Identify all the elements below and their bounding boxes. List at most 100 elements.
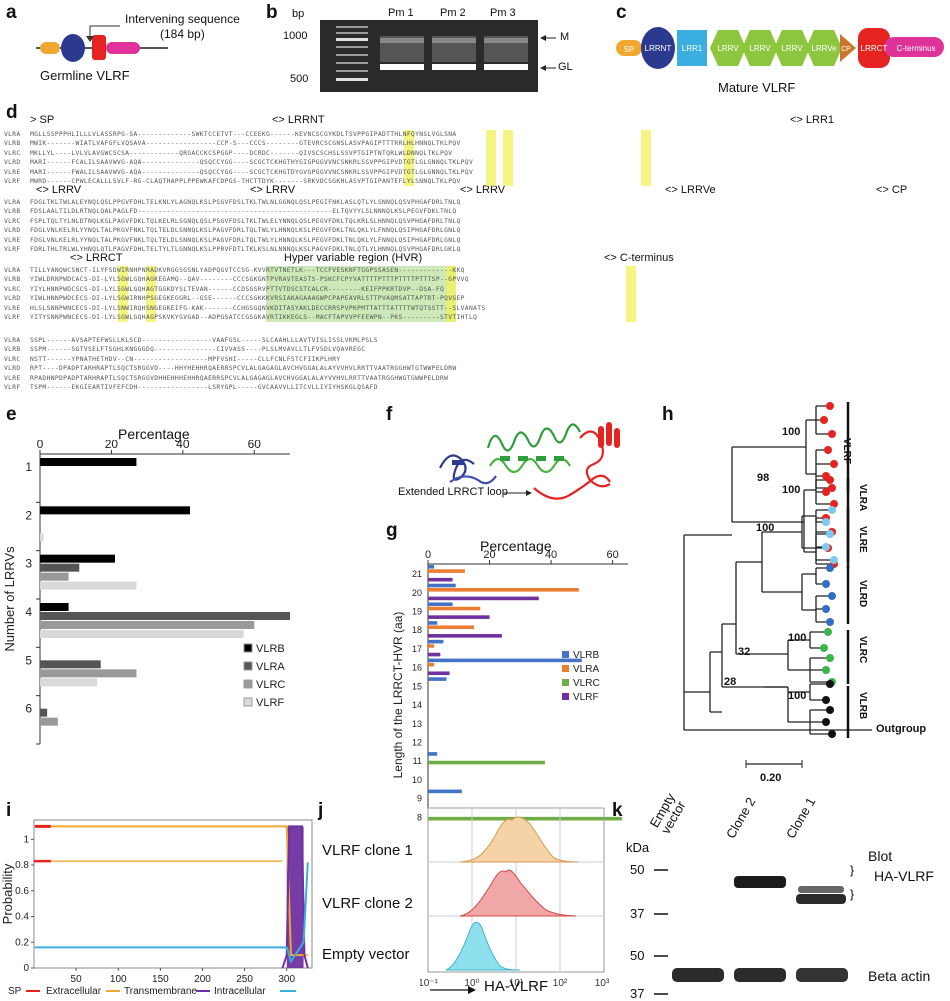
flow-xtick: 10⁰: [464, 978, 479, 989]
bootstrap-28: 28: [724, 676, 737, 688]
seq-header-hvr: Hyper variable region (HVR): [284, 252, 423, 264]
x-tick-label: 250: [236, 974, 253, 985]
bar-vlra: [40, 563, 80, 572]
seq-block-4: VLRA VLRB VLRC VLRD VLRE VLRF SSPL------…: [4, 336, 948, 394]
mature-vlrf-diagram: SP LRRNT LRR1 LRRV LRRV LRRV LRRVe CP LR…: [616, 27, 944, 69]
panel-label-j: j: [318, 800, 324, 821]
domain-lrrve: [806, 30, 842, 66]
western-kda-label: kDa: [626, 840, 650, 855]
panel-label-b: b: [266, 2, 278, 23]
panel-label-a: a: [6, 2, 17, 23]
clade-label-vlre: VLRE: [857, 526, 868, 553]
bar-vlrb: [428, 583, 456, 588]
western-lane-empty: Empty vector: [646, 790, 689, 837]
legend-swatch-vlrc: [243, 679, 253, 689]
germline-caption: Germline VLRF: [40, 68, 130, 83]
legend-label-vlrb: VLRB: [573, 650, 599, 661]
legend-label-vlrf: VLRF: [573, 692, 599, 703]
band-clone1-actin: [796, 968, 848, 982]
seq-block-3: VLRA VLRB VLRC VLRD VLRE VLRF TILLYANQWC…: [4, 266, 948, 324]
band-bracket-upper: }: [850, 863, 854, 877]
seq-header-sp: > SP: [30, 114, 55, 126]
chart-g-title: Percentage: [480, 538, 552, 554]
legend-label-intracellular: Intracellular: [214, 986, 266, 997]
category-label: 10: [412, 775, 422, 785]
hvr-highlight: [266, 266, 456, 322]
flow-row-label-empty: Empty vector: [322, 946, 410, 963]
flow-xlabel: HA-VLRF: [484, 978, 549, 995]
clade-label-vlrb: VLRB: [857, 692, 868, 720]
legend-label-extracellular: Extracellular: [46, 986, 102, 997]
bar-vlrf: [428, 615, 490, 619]
histogram-clone2: [459, 869, 577, 917]
seq-header-lrr1: <> LRR1: [790, 114, 835, 126]
domain-label-lrrv-2: LRRV: [749, 44, 771, 53]
seq-header-lrrv-2: <> LRRV: [250, 184, 296, 196]
category-label: 19: [412, 607, 422, 617]
bootstrap-vlre-vlrd: 100: [756, 522, 775, 534]
category-label: 11: [413, 756, 422, 766]
bootstrap-98: 98: [757, 472, 770, 484]
x-tick-label: 40: [545, 550, 557, 561]
seq-header-lrrct: <> LRRCT: [70, 252, 123, 264]
panel-a-germline-diagram: [36, 25, 168, 62]
category-label: 8: [417, 812, 422, 822]
bar-vlrc: [40, 669, 137, 678]
gel-image: [320, 20, 538, 92]
bootstrap-32: 32: [738, 646, 751, 658]
germline-annotation-bp: (184 bp): [160, 27, 205, 41]
bar-vlrb: [40, 458, 137, 466]
bar-vlrc: [40, 621, 255, 629]
seq-names: VLRA VLRB VLRC VLRD VLRE VLRF: [4, 199, 21, 254]
bar-vlrb: [428, 565, 435, 569]
flow-xlabel-arrow: [430, 986, 476, 994]
bar-vlrf: [40, 581, 137, 590]
seq-header-lrrnt: <> LRRNT: [272, 114, 325, 126]
domain-cp: [840, 34, 856, 62]
category-label: 21: [412, 569, 422, 579]
vlr-phylogeny: [676, 392, 946, 802]
bar-vlrb: [428, 789, 462, 794]
bar-vlrf: [428, 634, 502, 638]
bar-vlrf: [428, 652, 441, 657]
category-label: 20: [412, 588, 422, 598]
gel-lane-pm3: Pm 3: [490, 7, 516, 19]
seq-names: VLRA VLRB VLRC VLRD VLRE VLRF: [4, 337, 21, 392]
vlrf-structure-model: [439, 422, 620, 500]
domain-label-sp: SP: [624, 45, 635, 54]
legend-label-sp: SP: [8, 986, 22, 997]
band-label-ha-vlrf: HA-VLRF: [874, 868, 934, 884]
germline-sp-block: [40, 42, 60, 54]
band-clone1-ha-lower: [796, 894, 846, 904]
x-tick-label: 150: [152, 974, 169, 985]
mature-caption: Mature VLRF: [718, 80, 796, 95]
x-tick-label: 100: [110, 974, 127, 985]
domain-sp: [616, 40, 642, 56]
bar-vlrb: [428, 752, 438, 756]
category-label: 2: [25, 508, 32, 522]
tree-scale-label: 0.20: [760, 772, 782, 784]
category-label: 15: [412, 681, 422, 691]
legend-swatch-vlrc: [562, 679, 569, 686]
bar-vlra: [40, 708, 48, 717]
bar-vlrb: [428, 621, 438, 625]
bar-vlrf: [428, 671, 450, 676]
legend-swatch-vlrb: [243, 643, 253, 653]
chart-e-title: Percentage: [118, 426, 190, 442]
legend-label-vlrc: VLRC: [573, 678, 600, 689]
x-tick-label: 60: [606, 550, 618, 561]
bar-vlra: [40, 612, 290, 620]
bar-vlrf: [40, 678, 98, 687]
bar-vlrc: [40, 572, 69, 581]
legend-swatch-vlra: [562, 665, 569, 672]
bar-vlrb: [40, 603, 69, 611]
seq-block-1: VLRA VLRB VLRC VLRD VLRE VLRF MGLLSSPPPH…: [4, 130, 948, 188]
legend-label-vlra: VLRA: [573, 664, 599, 675]
y-tick-label: 0.8: [15, 860, 29, 871]
cysteine-highlight: [503, 130, 513, 186]
bar-vlra: [428, 606, 481, 611]
seq-rows: FDGLTKLTWLALEYNQLQSLPPGVFDHLTELKNLYLAGNQ…: [30, 199, 461, 254]
flow-xtick: 10³: [595, 978, 610, 989]
flow-row-label-clone2: VLRF clone 2: [322, 895, 413, 912]
